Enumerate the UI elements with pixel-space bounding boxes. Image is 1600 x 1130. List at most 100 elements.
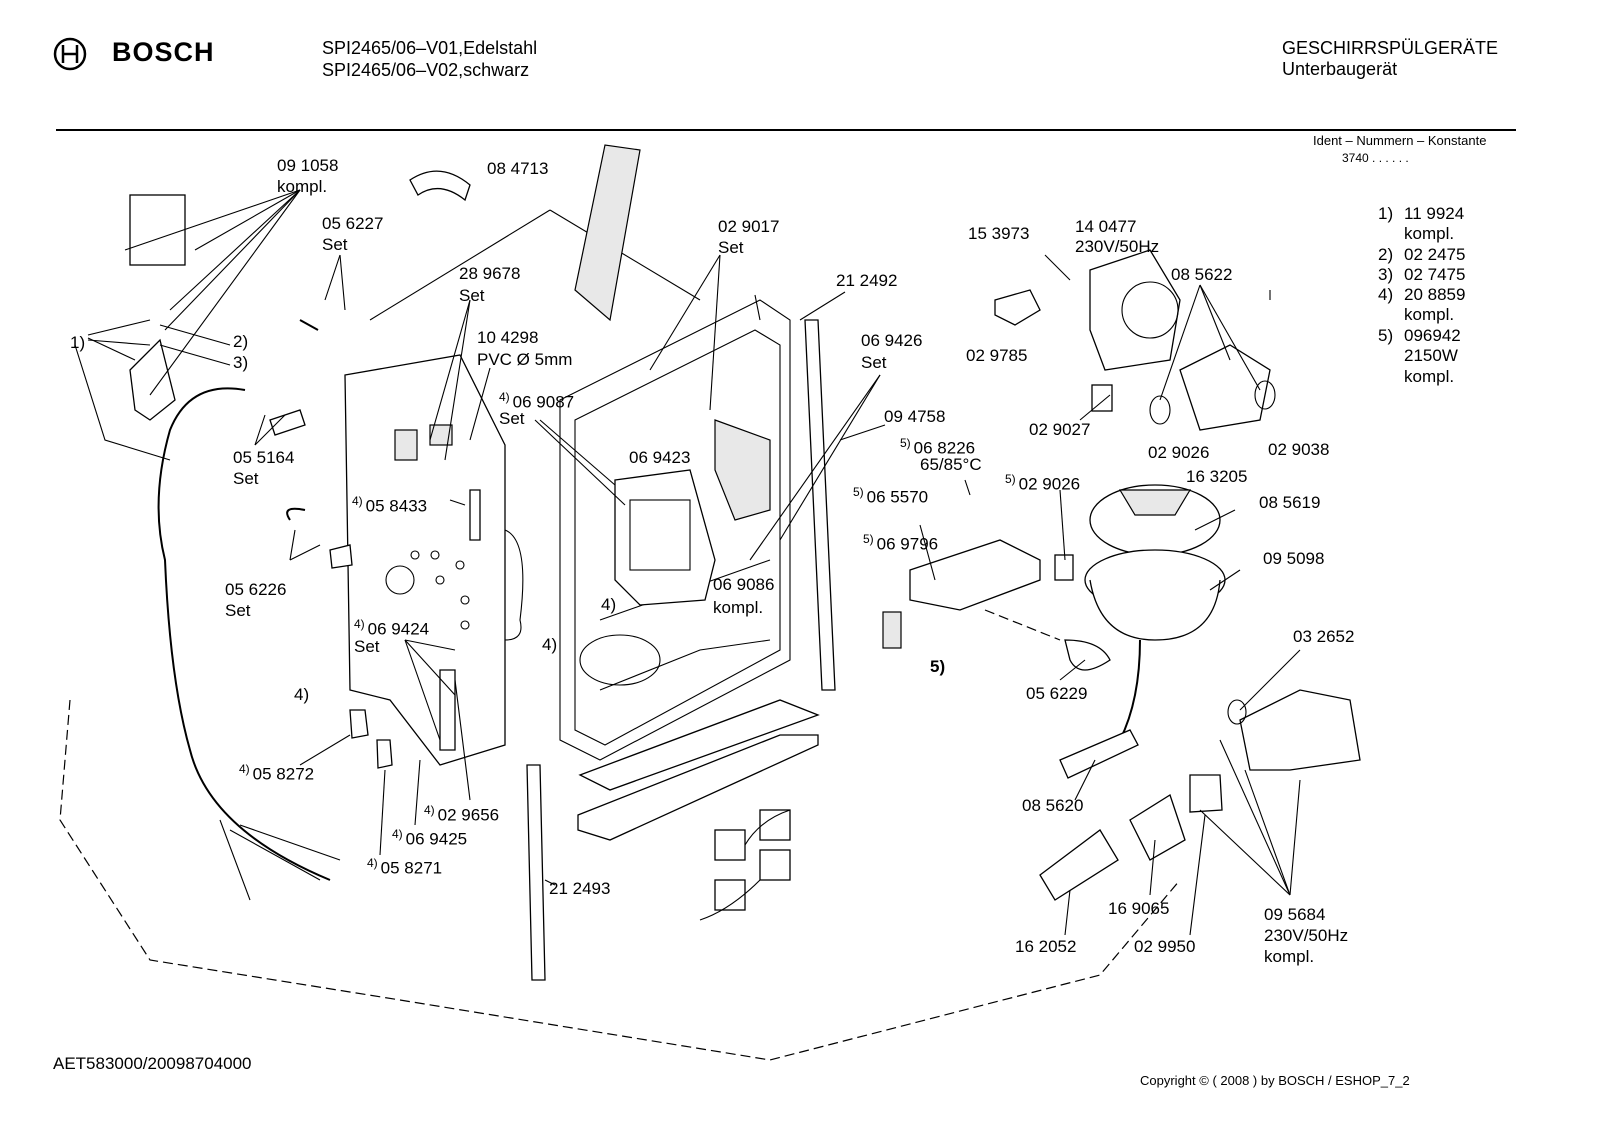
heater-dashed-link — [984, 609, 1061, 641]
legend-key-4: 4) — [1378, 285, 1394, 304]
part-029026-a: 5)02 9026 — [1005, 472, 1081, 494]
sump-assembly — [1084, 484, 1226, 641]
part-029027: 02 9027 — [1029, 420, 1091, 439]
part-095684-sub2: kompl. — [1264, 947, 1315, 966]
leader-lines — [74, 189, 1301, 936]
part-029038: 02 9038 — [1268, 440, 1330, 459]
part-055164-sub: Set — [233, 469, 259, 488]
marker-5: 5) — [930, 657, 946, 676]
part-095098: 09 5098 — [1263, 549, 1325, 568]
legend-note-1: kompl. — [1404, 224, 1455, 243]
part-104298-sub: PVC Ø 5mm — [477, 350, 573, 369]
aquastop-housing — [129, 194, 186, 266]
cable-harness — [699, 809, 791, 921]
part-085622: 08 5622 — [1171, 265, 1233, 284]
legend-value-3: 02 7475 — [1404, 265, 1466, 284]
part-140477-sub: 230V/50Hz — [1075, 237, 1160, 256]
model-line-1: SPI2465/06–V01,Edelstahl — [322, 38, 538, 58]
part-069425: 4)06 9425 — [392, 827, 468, 849]
drain-pump — [1239, 689, 1361, 771]
part-032652: 03 2652 — [1293, 627, 1355, 646]
part-085620: 08 5620 — [1022, 796, 1084, 815]
part-029950: 02 9950 — [1134, 937, 1196, 956]
part-056226-sub: Set — [225, 601, 251, 620]
part-104298: 10 4298 — [477, 328, 539, 347]
spray-arm-strip — [574, 144, 641, 322]
part-058271: 4)05 8271 — [367, 856, 443, 878]
marker-4-panel: 4) — [294, 685, 310, 704]
door-panel — [344, 354, 524, 766]
marker-3: 3) — [233, 353, 249, 372]
side-rail-left — [526, 764, 546, 981]
category-title: GESCHIRRSPÜLGERÄTE — [1282, 38, 1499, 58]
ident-label: Ident – Nummern – Konstante — [1313, 133, 1487, 148]
part-056226: 05 6226 — [225, 580, 287, 599]
level-switch — [469, 489, 481, 541]
part-094758: 09 4758 — [884, 407, 946, 426]
part-056229: 05 6229 — [1026, 684, 1088, 703]
legend-value-1: 11 9924 — [1404, 204, 1465, 223]
part-069087-sub: Set — [499, 409, 525, 428]
part-212492: 21 2492 — [836, 271, 898, 290]
hose-sleeve — [1039, 829, 1119, 901]
brand-name: BOSCH — [112, 37, 215, 67]
legend-key-2: 2) — [1378, 245, 1394, 264]
part-163205: 16 3205 — [1186, 467, 1248, 486]
ident-value: 3740 . . . . . . — [1342, 151, 1409, 165]
aquastop-valve — [129, 338, 176, 421]
drain-connector — [1129, 794, 1186, 861]
part-084713: 08 4713 — [487, 159, 549, 178]
circulation-pump — [1089, 249, 1181, 371]
document-id: AET583000/20098704000 — [53, 1054, 252, 1073]
marker-4-door: 4) — [542, 635, 558, 654]
legend-note-5: 2150W — [1404, 346, 1458, 365]
part-069424: 4)06 9424 — [354, 617, 430, 639]
part-055164: 05 5164 — [233, 448, 295, 467]
legend-key-1: 1) — [1378, 204, 1394, 223]
marker-2: 2) — [233, 332, 249, 351]
subcategory-title: Unterbaugerät — [1282, 59, 1398, 79]
part-162052: 16 2052 — [1015, 937, 1077, 956]
plinth-bar — [577, 734, 819, 841]
part-069086: 06 9086 — [713, 575, 775, 594]
part-091058-sub: kompl. — [277, 177, 328, 196]
flow-heater — [909, 539, 1041, 611]
part-058433: 4)05 8433 — [352, 494, 428, 516]
part-069796: 5)06 9796 — [863, 532, 939, 554]
pump-housing — [1179, 344, 1271, 431]
part-069087: 4)06 9087 — [499, 390, 575, 412]
model-line-2: SPI2465/06–V02,schwarz — [322, 60, 530, 80]
part-095684: 09 5684 — [1264, 905, 1326, 924]
part-069426: 06 9426 — [861, 331, 923, 350]
legend-value-5: 096942 — [1404, 326, 1461, 345]
bosch-logo-icon — [53, 37, 87, 71]
part-029656: 4)02 9656 — [424, 803, 500, 825]
part-169065: 16 9065 — [1108, 899, 1170, 918]
legend-key-5: 5) — [1378, 326, 1394, 345]
marker-1: 1) — [70, 333, 86, 352]
part-069426-sub: Set — [861, 353, 887, 372]
part-085619: 08 5619 — [1259, 493, 1321, 512]
part-068226: 5)06 8226 — [900, 436, 976, 458]
part-029785: 02 9785 — [966, 346, 1028, 365]
part-095684-sub1: 230V/50Hz — [1264, 926, 1349, 945]
part-029026-b: 02 9026 — [1148, 443, 1210, 462]
pressure-switch — [994, 289, 1041, 326]
part-029017-sub: Set — [718, 238, 744, 257]
connector-hose — [1064, 639, 1111, 671]
part-068226-sub: 65/85°C — [920, 455, 982, 474]
part-212493: 21 2493 — [549, 879, 611, 898]
part-153973: 15 3973 — [968, 224, 1030, 243]
part-056227: 05 6227 — [322, 214, 384, 233]
part-289678: 28 9678 — [459, 264, 521, 283]
part-069086-sub: kompl. — [713, 598, 764, 617]
part-056227-sub: Set — [322, 235, 348, 254]
marker-4-dispenser: 4) — [601, 595, 617, 614]
rinse-aid-unit — [714, 419, 771, 521]
part-069424-sub: Set — [354, 637, 380, 656]
hose-clamp — [409, 170, 471, 202]
part-289678-sub: Set — [459, 286, 485, 305]
part-029017: 02 9017 — [718, 217, 780, 236]
